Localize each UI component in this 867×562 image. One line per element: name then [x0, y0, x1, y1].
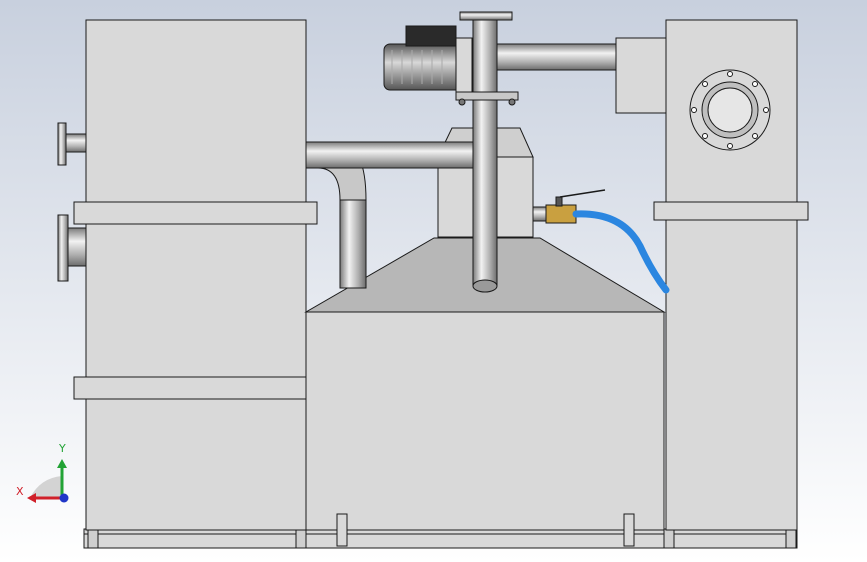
- lower-inlet-flange[interactable]: [57, 214, 87, 282]
- bypass-pipe[interactable]: [305, 141, 487, 289]
- drain-hose[interactable]: [572, 210, 670, 294]
- riser-pipe[interactable]: [459, 11, 513, 293]
- triad-y-label: Y: [59, 442, 66, 455]
- pump-motor[interactable]: [383, 25, 519, 106]
- left-tank-lower-band: [73, 376, 307, 400]
- left-tank-upper-band: [73, 201, 318, 225]
- mounting-brackets: [336, 513, 635, 547]
- triad-x-label: X: [16, 485, 24, 498]
- base-frame[interactable]: [83, 528, 798, 549]
- valve-handle: [559, 189, 606, 198]
- left-tank[interactable]: [73, 19, 318, 531]
- inspection-port[interactable]: [689, 69, 771, 151]
- view-triad[interactable]: [27, 459, 69, 503]
- upper-inlet-flange[interactable]: [57, 122, 87, 166]
- right-tank-band: [653, 201, 809, 221]
- triad-plane: [30, 476, 62, 498]
- middle-tank[interactable]: [304, 237, 666, 531]
- discharge-pipe[interactable]: [496, 37, 667, 114]
- ball-valve[interactable]: [532, 189, 606, 224]
